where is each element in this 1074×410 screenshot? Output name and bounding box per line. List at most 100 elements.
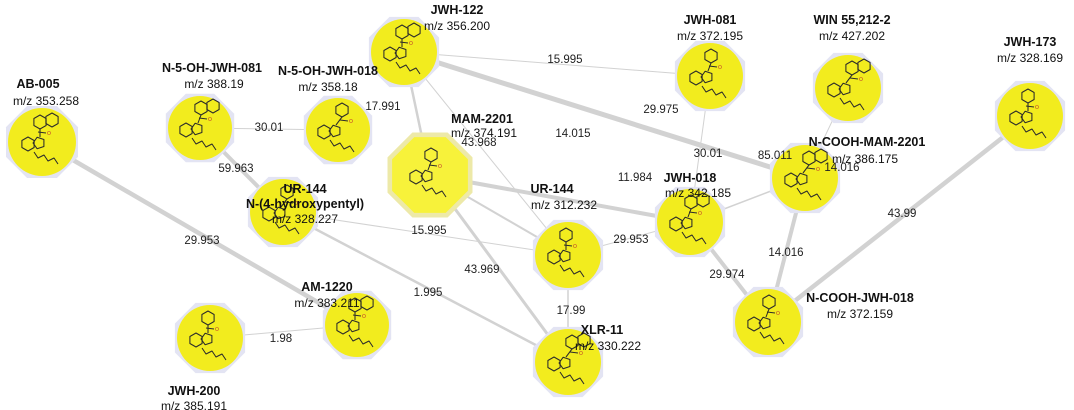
edge-label-am1220-jwh200: 1.98: [270, 333, 292, 345]
node-ncoohjwh018[interactable]: O: [732, 286, 804, 358]
node-name-label: WIN 55,212-2: [813, 13, 890, 27]
node-name-label: UR-144: [530, 182, 573, 196]
molecule-structure-icon: O: [1009, 88, 1047, 139]
edge-label-jwh081-jwh018: 30.01: [694, 148, 723, 160]
labels-layer: 15.99517.99114.01529.97530.0159.96343.96…: [13, 3, 1063, 410]
edge-jwh122-ncoohmam2201[interactable]: [401, 49, 808, 181]
svg-text:O: O: [409, 41, 413, 47]
edge-jwh173-ncoohjwh018[interactable]: [765, 113, 1033, 325]
edge-ab005-am1220[interactable]: [39, 139, 360, 328]
node-xlr11[interactable]: O: [532, 326, 604, 398]
svg-text:O: O: [47, 131, 51, 137]
node-circle: [735, 289, 801, 355]
node-mz-label: m/z 358.18: [298, 80, 358, 94]
node-circle: [815, 55, 881, 121]
molecule-structure-icon: O: [189, 310, 227, 361]
edge-ur144oh-xlr11[interactable]: [281, 210, 570, 364]
molecule-structure-icon: O: [747, 294, 785, 345]
node-ncoohmam2201[interactable]: O: [769, 142, 841, 214]
node-jwh081[interactable]: O: [674, 40, 746, 112]
svg-text:O: O: [362, 314, 366, 320]
node-name-label: N-5-OH-JWH-018: [278, 64, 378, 78]
node-mz-label: m/z 328.169: [997, 51, 1063, 65]
edge-label-win55212-ncoohmam2201: 85.011: [758, 150, 792, 162]
node-name-label: N-5-OH-JWH-081: [162, 61, 262, 75]
edge-ur144oh-ur144[interactable]: [282, 211, 569, 256]
node-mz-label: m/z 356.200: [424, 19, 490, 33]
svg-text:O: O: [208, 117, 212, 123]
node-name-label: AB-005: [16, 77, 59, 91]
molecule-structure-icon: O: [179, 98, 220, 151]
molecule-structure-icon: O: [547, 332, 591, 385]
edge-label-jwh018-ncoohjwh018: 29.974: [709, 269, 745, 281]
node-name-label: N-COOH-JWH-018: [806, 291, 914, 305]
node-am1220[interactable]: O: [322, 290, 392, 360]
node-circle: [677, 43, 743, 109]
node-name-label: XLR-11: [581, 323, 623, 337]
node-circle: [177, 305, 243, 371]
edge-label-ur144-jwh018: 29.953: [613, 234, 648, 246]
molecule-structure-icon: O: [262, 184, 300, 235]
node-jwh018[interactable]: O: [654, 186, 726, 258]
node-ur144[interactable]: O: [532, 219, 604, 291]
molecule-structure-icon: O: [409, 147, 447, 198]
node-mz-label: m/z 374.191: [451, 126, 517, 140]
svg-text:O: O: [859, 77, 863, 83]
molecule-structure-icon: O: [383, 22, 421, 75]
molecule-structure-icon: O: [547, 227, 585, 278]
edge-label-jwh122-mam2201: 17.991: [365, 101, 400, 113]
molecule-structure-icon: O: [317, 102, 355, 153]
edge-label-ab005-am1220: 29.953: [184, 235, 219, 247]
node-name-label: JWH-081: [684, 13, 737, 27]
molecule-structure-icon: O: [669, 192, 710, 245]
svg-text:O: O: [776, 311, 780, 317]
node-name-label: JWH-173: [1004, 35, 1057, 49]
node-ab005[interactable]: O: [6, 106, 78, 178]
edge-jwh122-ur144[interactable]: [403, 51, 569, 256]
svg-text:O: O: [573, 244, 577, 250]
node-circle: [535, 222, 601, 288]
node-mz-label: m/z 328.227: [272, 212, 338, 226]
node-name-label: MAM-2201: [451, 112, 513, 126]
node-n5ohjwh081[interactable]: O: [165, 93, 235, 163]
node-circle: [250, 179, 316, 245]
edge-label-jwh173-ncoohjwh018: 43.99: [888, 208, 917, 220]
edge-label-jwh018-ncoohmam2201: 14.016: [824, 162, 859, 174]
node-win55212[interactable]: O: [812, 52, 884, 124]
node-mz-label: m/z 312.232: [531, 198, 597, 212]
svg-text:O: O: [718, 65, 722, 71]
molecule-structure-icon: O: [21, 112, 59, 165]
node-mz-label: m/z 385.191: [161, 399, 227, 410]
edge-jwh122-jwh081[interactable]: [403, 51, 711, 77]
edge-label-jwh122-jwh081: 15.995: [547, 54, 582, 66]
node-n5ohjwh018[interactable]: O: [303, 95, 373, 165]
svg-text:O: O: [816, 167, 820, 173]
node-circle: [306, 98, 370, 162]
node-name-label: AM-1220: [301, 280, 352, 294]
node-name-label: JWH-122: [431, 3, 484, 17]
svg-text:O: O: [438, 164, 442, 170]
molecule-structure-icon: O: [827, 58, 871, 111]
node-circle: [772, 145, 838, 211]
svg-text:O: O: [698, 211, 702, 217]
edge-label-mam2201-jwh018: 11.984: [618, 172, 653, 184]
node-mz-label: m/z 383.211: [294, 296, 359, 310]
node-name-label: UR-144: [283, 182, 326, 196]
node-mz-label: m/z 342.185: [665, 186, 731, 200]
edge-label-mam2201-xlr11: 43.969: [464, 264, 499, 276]
selected-node-fill: [392, 137, 468, 213]
edge-mam2201-jwh018[interactable]: [428, 173, 692, 224]
node-jwh200[interactable]: O: [174, 302, 246, 374]
node-mz-label: m/z 386.175: [832, 152, 898, 166]
node-mam2201[interactable]: O: [387, 132, 473, 218]
node-circle: [325, 293, 389, 357]
edge-label-ur144-xlr11: 17.99: [557, 305, 586, 317]
edge-label-ur144oh-ur144: 15.995: [411, 225, 446, 237]
svg-text:O: O: [349, 119, 353, 125]
svg-text:O: O: [579, 351, 583, 357]
node-mz-label: m/z 372.159: [827, 307, 893, 321]
node-ur144oh[interactable]: O: [247, 176, 319, 248]
node-jwh173[interactable]: O: [994, 80, 1066, 152]
edge-label-jwh122-ur144: 14.015: [555, 128, 590, 140]
node-jwh122[interactable]: O: [368, 16, 440, 88]
